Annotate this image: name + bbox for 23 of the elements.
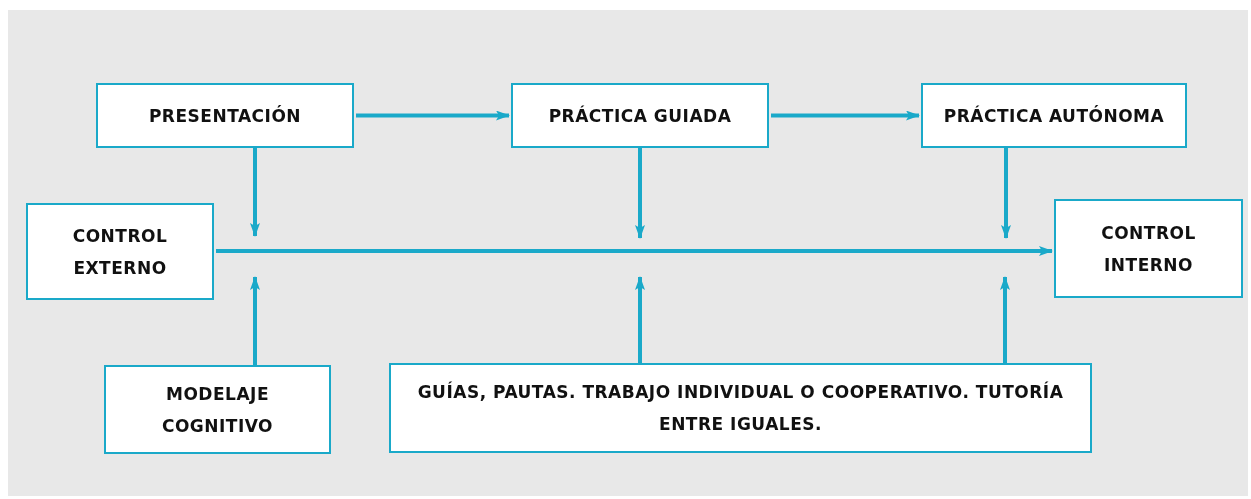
arrow bbox=[635, 276, 645, 363]
process-box bbox=[511, 83, 769, 148]
arrow bbox=[1000, 276, 1010, 363]
process-box bbox=[104, 365, 331, 454]
box-label: CONTROL EXTERNO bbox=[71, 224, 169, 280]
arrow bbox=[250, 148, 260, 237]
process-box bbox=[26, 203, 214, 300]
box-label: GUÍAS, PAUTAS. TRABAJO INDIVIDUAL O COOPERATIVO. TUTORÍA ENTRE IGUALES. bbox=[416, 380, 1065, 436]
box-label: CONTROL INTERNO bbox=[1100, 221, 1197, 277]
process-box bbox=[1054, 199, 1243, 298]
arrow bbox=[356, 110, 510, 121]
process-box bbox=[921, 83, 1187, 148]
box-label: MODELAJE COGNITIVO bbox=[160, 382, 275, 438]
arrow bbox=[1001, 148, 1011, 239]
box-label: PRÁCTICA GUIADA bbox=[548, 104, 732, 128]
process-box bbox=[389, 363, 1092, 453]
arrow bbox=[771, 110, 920, 121]
arrow bbox=[216, 246, 1053, 256]
process-box bbox=[96, 83, 354, 148]
box-label: PRESENTACIÓN bbox=[148, 104, 302, 128]
box-label: PRÁCTICA AUTÓNOMA bbox=[943, 104, 1165, 128]
arrow bbox=[635, 148, 645, 239]
arrow bbox=[250, 276, 260, 365]
